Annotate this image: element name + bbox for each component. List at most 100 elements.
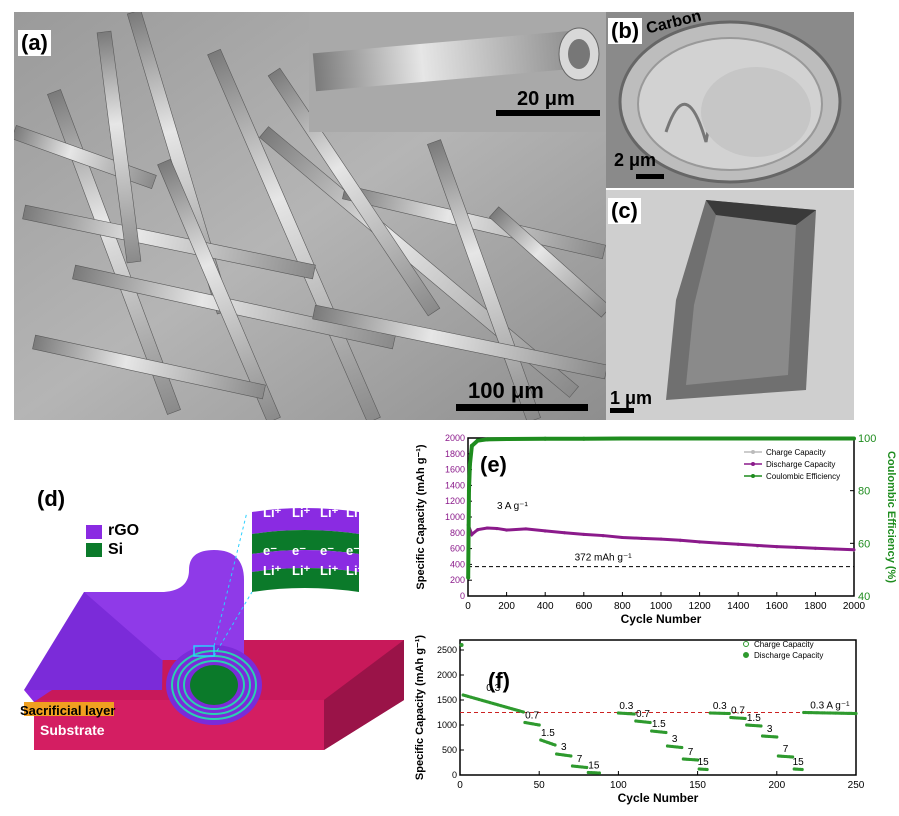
data-point bbox=[601, 534, 605, 538]
y-tick-label: 1200 bbox=[445, 496, 465, 506]
lithium-ion-label: Li⁺ bbox=[263, 505, 282, 520]
sacrificial-label: Sacrificial layer bbox=[20, 703, 116, 718]
x-axis-label: Cycle Number bbox=[621, 612, 702, 626]
electron-label: e⁻ bbox=[346, 543, 361, 558]
y-tick-label: 600 bbox=[450, 544, 465, 554]
x-tick-label: 1600 bbox=[766, 601, 789, 612]
substrate-label: Substrate bbox=[40, 722, 105, 738]
rate-label: 1.5 bbox=[747, 713, 761, 724]
data-point bbox=[678, 538, 682, 542]
lithium-ion-label: Li⁺ bbox=[263, 563, 282, 578]
lithium-ion-label: Li⁺ bbox=[346, 505, 365, 520]
y-tick-label: 1500 bbox=[437, 695, 457, 705]
rate-label: 15 bbox=[698, 757, 710, 768]
data-point bbox=[505, 528, 509, 532]
data-point bbox=[466, 575, 471, 580]
lithium-ion-label: Li⁺ bbox=[320, 563, 339, 578]
data-point bbox=[504, 437, 509, 442]
lithium-ion-label: Li⁺ bbox=[292, 505, 311, 520]
sacrificial-layer-shape bbox=[24, 702, 114, 716]
lithium-ion-label: Li⁺ bbox=[346, 563, 365, 578]
rate-label: 15 bbox=[588, 761, 600, 772]
data-point bbox=[632, 712, 636, 716]
legend-entry: Coulombic Efficiency bbox=[766, 472, 840, 481]
data-point bbox=[833, 547, 837, 551]
rate-label: 3 bbox=[672, 734, 678, 745]
data-point bbox=[585, 765, 589, 770]
legend-rgo: rGO bbox=[108, 522, 140, 539]
y-tick-label: 400 bbox=[450, 559, 465, 569]
electron-label: e⁻ bbox=[263, 485, 278, 500]
data-point bbox=[664, 730, 668, 735]
data-point bbox=[467, 462, 472, 467]
legend-entry: Discharge Capacity bbox=[766, 460, 835, 469]
data-point bbox=[813, 546, 817, 550]
y-tick-label: 1000 bbox=[437, 720, 457, 730]
rate-label: 7 bbox=[688, 747, 694, 758]
panel-label-f: (f) bbox=[488, 668, 510, 693]
x-tick-label: 0 bbox=[457, 780, 463, 791]
rate-label: 1.5 bbox=[652, 719, 666, 730]
data-point bbox=[476, 528, 480, 532]
data-point bbox=[705, 767, 709, 772]
data-point bbox=[495, 526, 499, 530]
lithium-ion-label: Li⁺ bbox=[292, 563, 311, 578]
data-point bbox=[775, 735, 779, 739]
panel-label-e: (e) bbox=[480, 452, 507, 477]
nanoscroll-rod bbox=[157, 158, 281, 420]
y-tick-label: 0 bbox=[452, 770, 457, 780]
sem-image-b bbox=[606, 12, 854, 188]
rate-label: 7 bbox=[783, 744, 789, 755]
scale-b: 2 μm bbox=[614, 150, 657, 170]
data-point bbox=[581, 436, 586, 441]
x-tick-label: 400 bbox=[537, 601, 554, 612]
y-tick-label: 0 bbox=[460, 591, 465, 601]
legend-marker bbox=[751, 462, 755, 466]
scale-c: 1 μm bbox=[610, 388, 653, 408]
data-point bbox=[794, 545, 798, 549]
y2-tick-label: 40 bbox=[858, 591, 870, 603]
rate-label: 15 bbox=[793, 757, 805, 768]
rate-label: 0.3 bbox=[619, 701, 633, 712]
y-tick-label: 800 bbox=[450, 528, 465, 538]
data-point bbox=[521, 710, 525, 714]
data-point bbox=[698, 540, 702, 544]
data-point bbox=[813, 436, 818, 441]
x-tick-label: 1400 bbox=[727, 601, 750, 612]
y-tick-label: 1000 bbox=[445, 512, 465, 522]
y-tick-label: 2000 bbox=[445, 433, 465, 443]
x-tick-label: 1800 bbox=[804, 601, 827, 612]
data-point bbox=[852, 548, 856, 552]
y2-tick-label: 80 bbox=[858, 486, 870, 498]
data-point bbox=[791, 755, 795, 759]
data-point bbox=[470, 532, 474, 536]
legend-marker bbox=[743, 641, 749, 647]
y-tick-label: 2500 bbox=[437, 645, 457, 655]
panel-label-c: (c) bbox=[608, 198, 641, 224]
data-point bbox=[597, 771, 601, 775]
rate-label: 1.5 bbox=[541, 728, 555, 739]
data-point bbox=[854, 711, 858, 716]
legend-entry: Charge Capacity bbox=[766, 448, 826, 457]
data-point bbox=[659, 537, 663, 541]
data-point bbox=[648, 720, 652, 725]
data-point bbox=[620, 536, 624, 540]
x-tick-label: 100 bbox=[610, 780, 627, 791]
data-point bbox=[697, 436, 702, 441]
rate-annotation: 3 A g⁻¹ bbox=[497, 501, 529, 512]
panel-label-d: (d) bbox=[34, 486, 69, 512]
x-tick-label: 250 bbox=[848, 780, 865, 791]
nanoscroll-rod bbox=[96, 30, 142, 264]
rate-label: 7 bbox=[577, 754, 583, 765]
x-tick-label: 800 bbox=[614, 601, 631, 612]
panel-label-b: (b) bbox=[608, 18, 643, 44]
electron-label: e⁻ bbox=[292, 485, 307, 500]
data-point bbox=[743, 716, 747, 721]
rate-label: 3 bbox=[561, 742, 567, 753]
data-point bbox=[736, 542, 740, 546]
rate-label: 0.3 bbox=[713, 701, 727, 712]
y-tick-label: 500 bbox=[442, 745, 457, 755]
data-point bbox=[736, 436, 741, 441]
